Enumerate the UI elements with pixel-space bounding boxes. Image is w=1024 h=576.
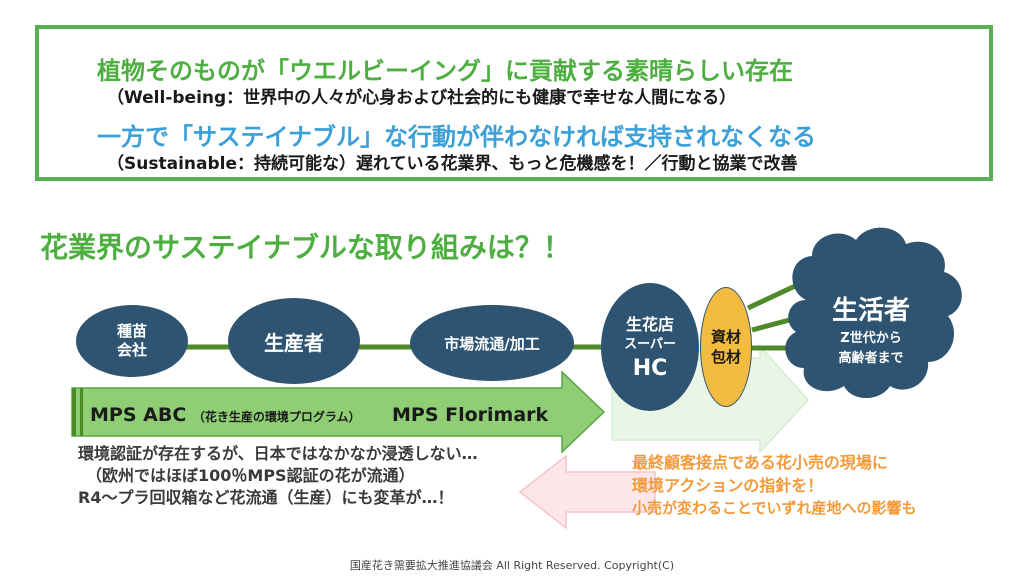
retail-notes: 最終顧客接点である花小売の現場に 環境アクションの指針を！ 小売が変わることでい… [632,451,917,520]
consumer-label: 生活者 Z世代から 高齢者まで [796,290,946,367]
mps-abc-title: MPS ABC [90,404,187,426]
pink-return-arrow [518,454,656,530]
copyright-footer: 国産花き需要拡大推進協議会 All Right Reserved. Copyri… [349,559,675,572]
mps-florimark-label: MPS Florimark [392,404,549,426]
section-heading: 花業界のサステイナブルな取り組みは？！ [40,231,571,264]
certification-notes: 環境認証が存在するが、日本ではなかなか浸透しない… （欧州ではほぼ100％MPS… [78,443,478,509]
retail-note-1: 最終顧客接点である花小売の現場に [632,453,888,472]
node-materials-label: 資材 包材 [710,328,741,366]
note-line-1: 環境認証が存在するが、日本ではなかなか浸透しない… [78,444,478,463]
node-materials: 資材 包材 [700,287,752,407]
node-retail-line3: HC [632,356,668,381]
note-line-2: （欧州ではほぼ100％MPS認証の花が流通） [86,466,415,485]
mps-abc-label: MPS ABC （花き生産の環境プログラム） [90,404,361,426]
node-producer: 生産者 [228,298,360,384]
message-sustainable: 一方で「サステイナブル」な行動が伴わなければ支持されなくなる [97,123,817,151]
message-wellbeing: 植物そのものが「ウエルビーイング」に貢献する素晴らしい存在 [97,57,793,85]
consumer-title: 生活者 [831,296,910,326]
message-sustainable-definition: （Sustainable：持続可能な）遅れている花業界、もっと危機感を！／行動と… [107,154,798,174]
message-wellbeing-definition: （Well-being：世界中の人々が心身および社会的にも健康で幸せな人間になる… [107,88,737,108]
node-retail-line1: 生花店 [625,315,674,334]
node-producer-label: 生産者 [264,330,324,355]
node-retail: 生花店 スーパー HC [601,283,699,411]
mps-abc-note: （花き生産の環境プログラム） [192,410,361,424]
node-seed-company: 種苗 会社 [76,305,188,377]
node-retail-line2: スーパー [624,337,676,352]
node-market-label: 市場流通/加工 [444,334,540,353]
note-line-3: R4～プラ回収箱など花流通（生産）にも変革が…！ [78,488,454,507]
retail-note-2: 環境アクションの指針を！ [632,476,824,495]
node-seed-label: 種苗 会社 [116,322,147,359]
key-message-box: 植物そのものが「ウエルビーイング」に貢献する素晴らしい存在 （Well-bein… [35,25,993,181]
consumer-sub1: Z世代から [840,331,902,346]
node-market: 市場流通/加工 [410,305,574,381]
consumer-sub2: 高齢者まで [838,351,904,366]
consumer-cloud [785,227,962,398]
mps-arrow [71,370,606,454]
retail-note-3: 小売が変わることでいずれ産地への影響も [632,499,917,517]
